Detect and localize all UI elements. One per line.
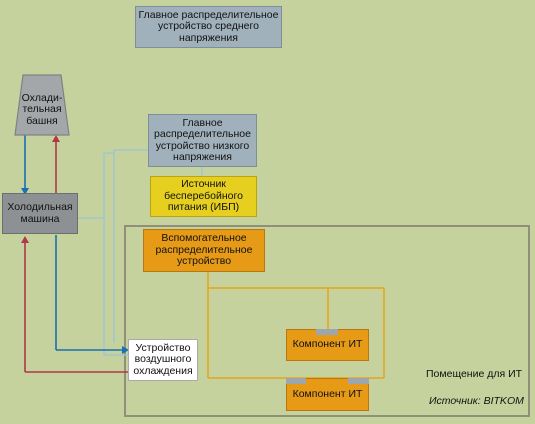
main-low-voltage-switchgear: Главное распределительное устройство низ… (148, 114, 257, 167)
cold-flow-arrowhead-1 (21, 188, 29, 195)
it-component-1-connector (316, 329, 338, 335)
hot-flow-arrowhead-1 (52, 135, 60, 142)
cooling-tower-shape (14, 74, 70, 136)
cold-flow-arrowhead-2 (122, 346, 129, 354)
chiller: Холодильная машина (2, 193, 78, 234)
source-label: Источник: BITKOM (429, 395, 524, 407)
it-component-2-connector-left (286, 378, 306, 384)
it-room-label: Помещение для ИТ (426, 368, 523, 380)
hot-flow-arrowhead-2 (21, 236, 29, 243)
ups: Источник бесперебойного питания (ИБП) (150, 176, 257, 217)
air-cooling-unit: Устройство воздушного охлаждения (128, 339, 198, 381)
main-medium-voltage-switchgear: Главное распределительное устройство сре… (135, 6, 282, 48)
aux-switchgear: Вспомогательное распределительное устрой… (143, 229, 265, 272)
it-component-2-connector-right (348, 378, 369, 384)
cooling-tower-label: Охлади- тельная башня (21, 91, 63, 127)
